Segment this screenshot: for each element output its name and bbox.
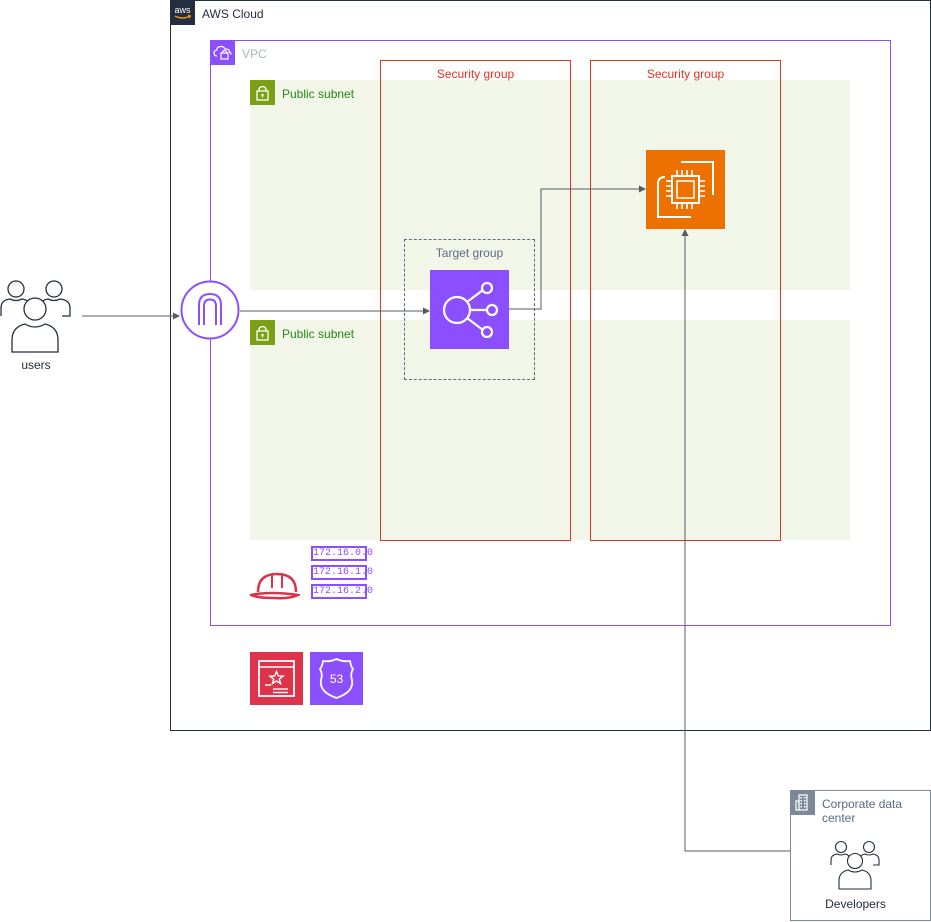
building-icon	[790, 790, 815, 815]
public-subnet-1	[250, 80, 850, 290]
developers-label: Developers	[825, 897, 886, 911]
ec2-instance-icon[interactable]	[646, 150, 725, 229]
corporate-data-center-label: Corporate data center	[822, 797, 903, 825]
internet-gateway-icon[interactable]	[180, 280, 240, 340]
public-subnet-1-label: Public subnet	[282, 87, 355, 101]
public-subnet-2	[250, 320, 850, 540]
route-table-entry: 172.16.1.0	[311, 565, 374, 580]
padlock-icon	[250, 320, 275, 345]
security-group-1	[380, 60, 571, 541]
svg-text:aws: aws	[174, 5, 191, 15]
security-group-2-label: Security group	[646, 67, 725, 81]
vpc-cloud-lock-icon	[210, 40, 235, 65]
users-label: users	[21, 358, 51, 372]
aws-logo-icon: aws	[170, 0, 195, 25]
route-table-entry: 172.16.2.0	[311, 584, 374, 599]
route53-shield-icon[interactable]: 53	[310, 652, 363, 705]
developers-icon	[830, 840, 880, 890]
certificate-icon[interactable]	[250, 652, 303, 705]
route-table-entry: 172.16.0.0	[311, 546, 374, 561]
security-group-1-label: Security group	[436, 67, 515, 81]
aws-cloud-label: AWS Cloud	[202, 7, 264, 21]
route53-badge: 53	[330, 672, 344, 686]
load-balancer-icon[interactable]	[430, 270, 509, 349]
public-subnet-2-label: Public subnet	[282, 327, 355, 341]
hard-hat-icon	[246, 568, 303, 600]
vpc-label: VPC	[242, 47, 267, 61]
target-group-label: Target group	[435, 246, 504, 260]
datacenter-to-ec2-connector	[684, 235, 790, 852]
padlock-icon	[250, 80, 275, 105]
load-balancer-to-ec2-connector	[509, 188, 640, 310]
users-icon	[0, 278, 72, 354]
